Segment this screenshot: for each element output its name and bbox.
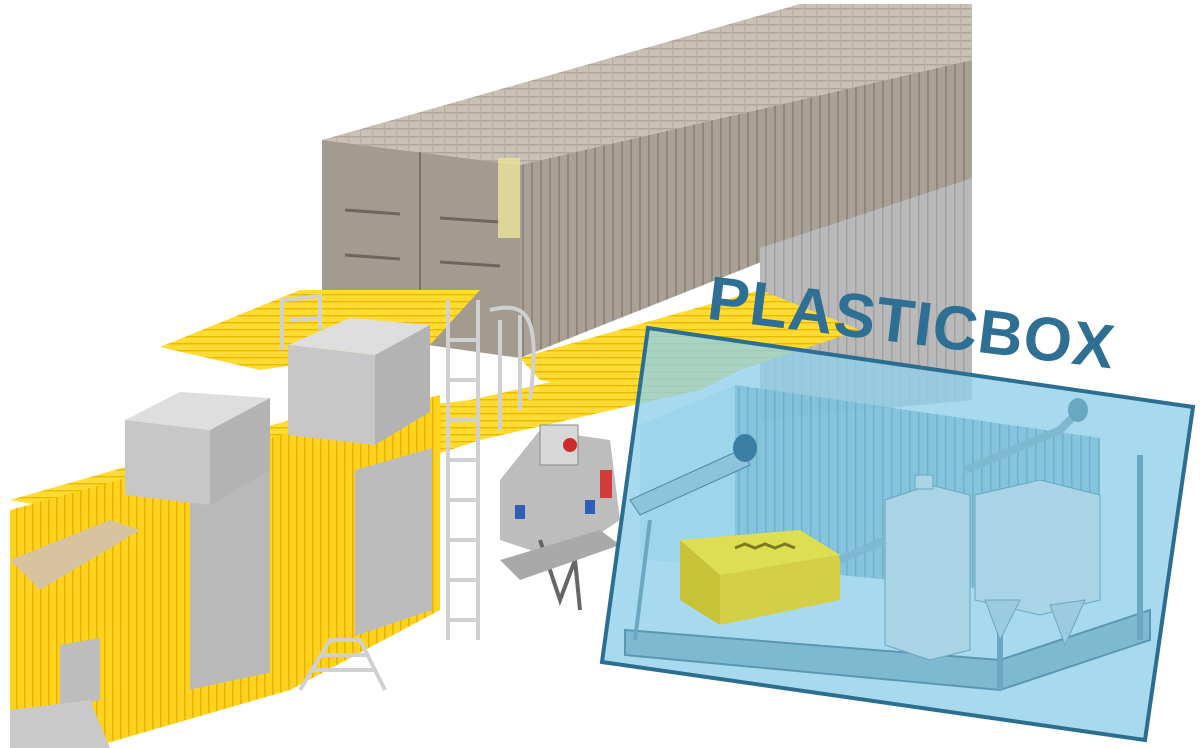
- bottom-left-bin: [10, 700, 110, 748]
- unit-a-front: [125, 420, 210, 505]
- rooftop-units: [125, 318, 430, 505]
- door-panel-2: [355, 448, 432, 636]
- ladder-cage: [489, 305, 536, 430]
- storage-silos: [838, 398, 1101, 661]
- upper-container-side: [520, 60, 972, 358]
- yellow-container-row: [10, 395, 440, 748]
- ladder-rails: [446, 300, 480, 640]
- shredder: [680, 530, 840, 625]
- door-panel-1: [190, 462, 270, 690]
- door-hinge-strips: [498, 158, 520, 238]
- door-panel-3: [60, 638, 100, 710]
- unit-b-front: [288, 345, 375, 445]
- unit-a-top: [125, 392, 270, 430]
- unit-b-top: [288, 318, 430, 355]
- upper-container-roof: [322, 4, 972, 165]
- plasticbox-callout: [599, 325, 1196, 743]
- unit-b-side: [375, 325, 430, 445]
- unit-a-side: [210, 398, 270, 505]
- upper-left-railing: [280, 293, 322, 350]
- ladder-rungs: [448, 338, 478, 622]
- screw-conveyor: [629, 434, 757, 641]
- railings-and-ladder: [280, 293, 536, 692]
- step-ladder: [298, 638, 387, 692]
- left-hopper: [10, 520, 140, 590]
- central-machinery: [500, 424, 620, 611]
